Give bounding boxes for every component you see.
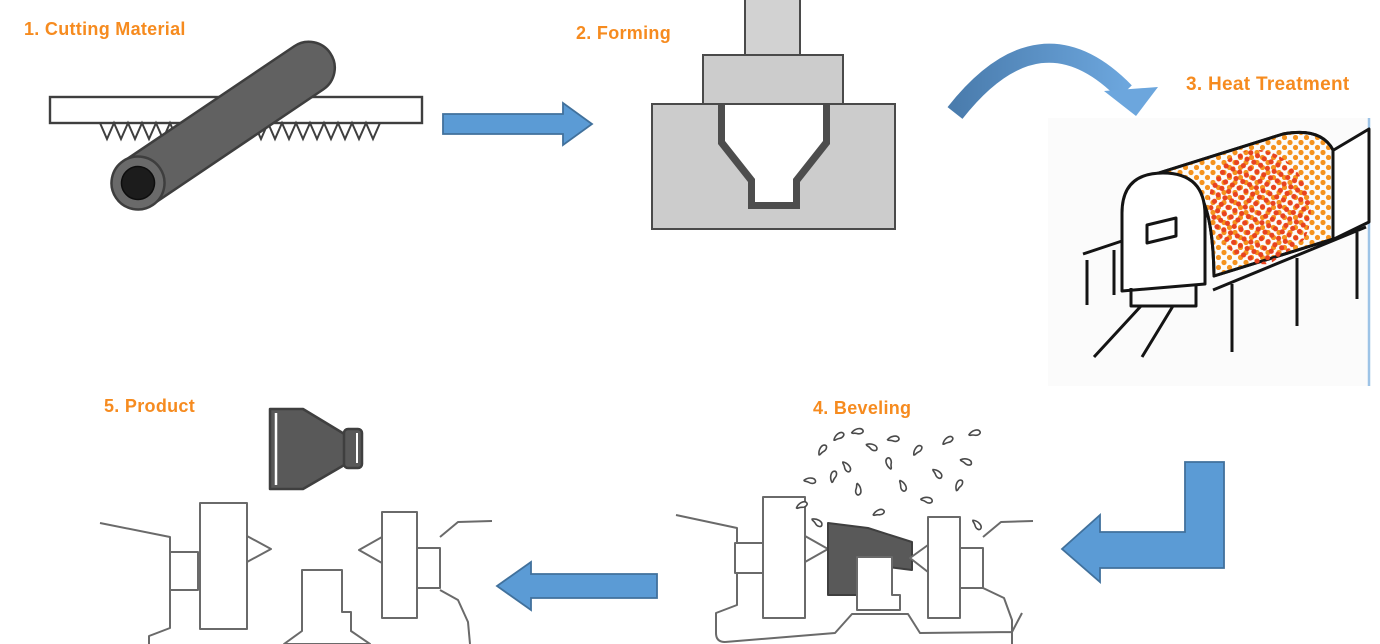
forming-illustration xyxy=(651,0,896,230)
die-cavity xyxy=(725,105,823,202)
stand-legs-right xyxy=(1230,232,1359,352)
lathe-chuck-collar xyxy=(169,551,199,591)
lathe-right-frame-bottom xyxy=(439,589,471,644)
beveling-illustration xyxy=(675,425,1034,644)
furnace-end-flare xyxy=(1331,127,1371,242)
bevel-chuck-collar xyxy=(734,542,764,574)
furnace-pipe xyxy=(1092,304,1175,359)
bevel-lathe-left-frame xyxy=(675,514,738,643)
bevel-faceplate xyxy=(762,496,806,619)
step-label-product: 5. Product xyxy=(104,396,196,416)
press-head xyxy=(702,54,844,105)
pipe-bore xyxy=(120,165,156,201)
step-label-forming: 2. Forming xyxy=(576,23,672,43)
arrow-forming-to-heat xyxy=(947,43,1158,119)
lathe-right-frame-top xyxy=(439,520,493,538)
arrow-cutting-to-forming xyxy=(442,101,594,147)
lathe-tailstock-plate xyxy=(381,511,418,619)
lathe-center-right xyxy=(358,536,383,564)
bevel-right-frame-bottom xyxy=(982,587,1013,632)
bevel-right-frame-top xyxy=(982,520,1034,538)
furnace-base xyxy=(1129,286,1198,308)
step-label-cutting: 1. Cutting Material xyxy=(24,19,186,39)
lathe-tailstock-collar xyxy=(416,547,441,589)
lathe-illustration xyxy=(99,502,493,644)
lathe-faceplate xyxy=(199,502,248,630)
furnace-hot-core xyxy=(1209,149,1311,265)
cutting-illustration xyxy=(48,40,424,211)
metal-chips xyxy=(795,425,983,531)
lathe-left-frame xyxy=(99,522,171,644)
bevel-tailstock-plate xyxy=(927,516,961,619)
bevel-tool-post xyxy=(856,556,901,611)
bevel-tailstock-collar xyxy=(959,547,984,589)
steel-pipe xyxy=(110,40,337,211)
product-illustration xyxy=(268,407,364,491)
bevel-center-left xyxy=(804,535,829,563)
step-label-beveling: 4. Beveling xyxy=(813,398,912,418)
heat-treatment-illustration xyxy=(1048,118,1371,386)
product-reducer-neck xyxy=(342,427,364,470)
lathe-center-left xyxy=(246,535,272,563)
product-reducer-body xyxy=(268,407,348,491)
press-ram xyxy=(744,0,801,58)
stand-top-right xyxy=(1212,225,1367,292)
furnace-window xyxy=(1145,216,1178,245)
arrow-beveling-to-product xyxy=(495,560,658,612)
lathe-tool-post xyxy=(283,569,371,644)
curved-arrowhead xyxy=(1104,87,1158,116)
step-label-heat-treatment: 3. Heat Treatment xyxy=(1186,74,1350,95)
arrow-heat-to-beveling xyxy=(1060,461,1225,584)
stand-left xyxy=(1082,239,1123,305)
